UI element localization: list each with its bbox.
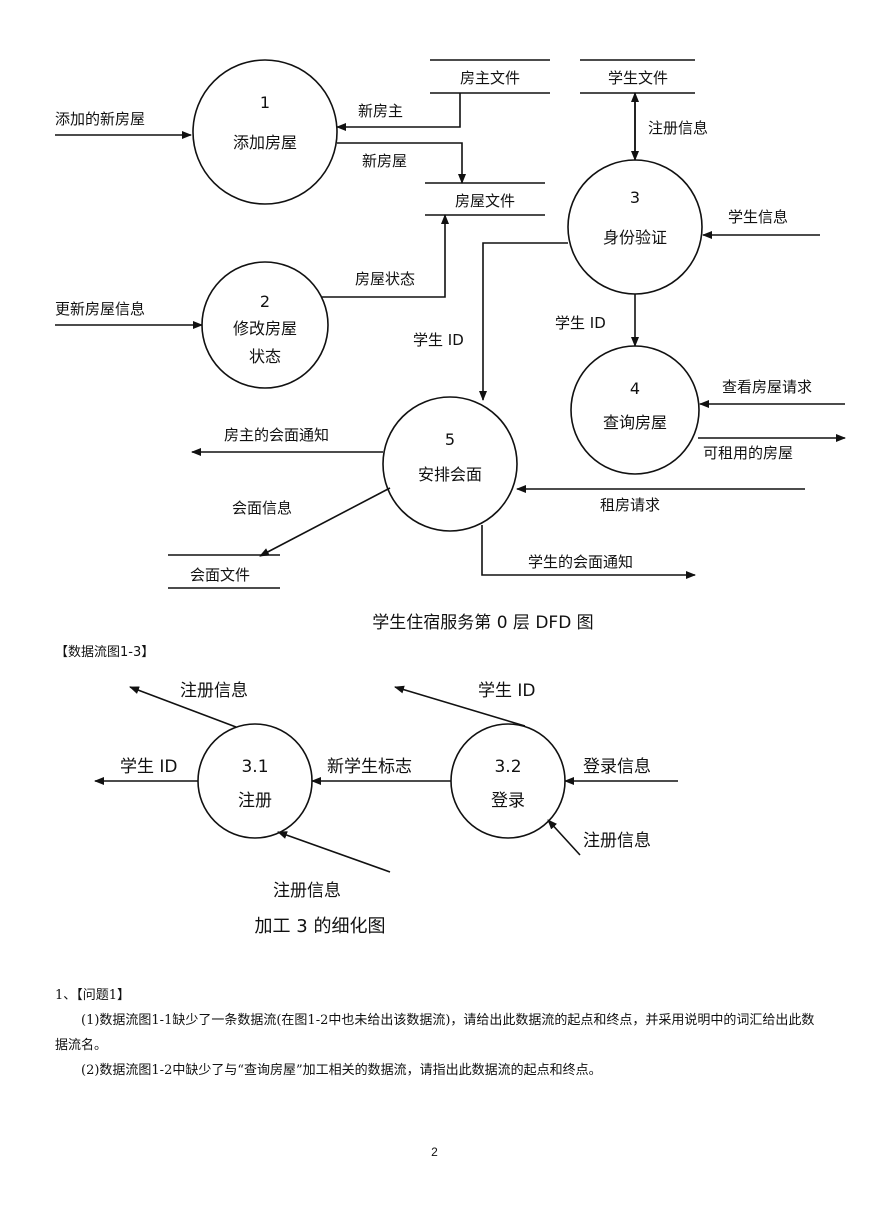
label-view-house-request: 查看房屋请求 (722, 378, 812, 396)
process-1-circle (192, 59, 338, 205)
process-1-name: 添加房屋 (233, 133, 297, 152)
label-rentable-houses: 可租用的房屋 (703, 444, 793, 462)
flow-new-house (337, 142, 466, 184)
flow-register-info-bottom (277, 831, 391, 873)
process-1-id: 1 (260, 93, 270, 112)
label-register-info-bottom: 注册信息 (273, 881, 341, 901)
store-owner-file (430, 59, 550, 94)
label-meeting-info: 会面信息 (232, 499, 292, 517)
flow-student-meeting-notice (481, 525, 696, 579)
label-rent-request: 租房请求 (600, 496, 660, 514)
label-register-info: 注册信息 (648, 119, 708, 137)
label-new-student-flag: 新学生标志 (327, 757, 412, 777)
label-house-status: 房屋状态 (355, 270, 415, 288)
process-4-id: 4 (630, 379, 640, 398)
label-student-id-out-left: 学生 ID (120, 757, 178, 777)
process-3-name: 身份验证 (603, 228, 667, 247)
flow-meeting-info (259, 487, 391, 557)
process-4-name: 查询房屋 (603, 413, 667, 432)
label-student-id-top-right: 学生 ID (478, 681, 536, 701)
question-title: 1、【问题1】 (55, 988, 131, 1003)
section-label-dfd-1-3: 【数据流图1-3】 (55, 645, 155, 660)
process-2-name: 修改房屋 (233, 319, 297, 338)
process-3-id: 3 (630, 188, 640, 207)
process-3-1-circle (197, 723, 313, 839)
process-3-2-name: 登录 (491, 791, 525, 811)
label-student-id-left: 学生 ID (413, 331, 464, 349)
store-meeting-file-label: 会面文件 (190, 566, 250, 584)
label-student-info: 学生信息 (728, 208, 788, 226)
label-new-house: 新房屋 (362, 152, 407, 170)
flow-new-owner (336, 93, 461, 131)
question-item-2: (2)数据流图1-2中缺少了与“查询房屋”加工相关的数据流，请指出此数据流的起点… (81, 1063, 602, 1078)
label-register-info-right: 注册信息 (583, 831, 651, 851)
store-student-file-label: 学生文件 (608, 69, 668, 87)
store-owner-file-label: 房主文件 (460, 69, 520, 87)
label-student-meeting-notice: 学生的会面通知 (528, 553, 633, 571)
dfd0-caption: 学生住宿服务第 0 层 DFD 图 (372, 613, 593, 633)
process-3-circle (567, 159, 703, 295)
dfd1-caption: 加工 3 的细化图 (255, 916, 386, 937)
label-update-house-info: 更新房屋信息 (55, 300, 145, 318)
process-3-1-id: 3.1 (241, 757, 268, 777)
process-3-2-id: 3.2 (494, 757, 521, 777)
store-house-file-label: 房屋文件 (455, 192, 515, 210)
label-login-info: 登录信息 (583, 757, 651, 777)
label-add-new-house: 添加的新房屋 (55, 110, 145, 128)
label-register-info-top: 注册信息 (180, 681, 248, 701)
process-2-id: 2 (260, 292, 270, 311)
flow-register-info-top (129, 686, 237, 728)
process-2-name-line2: 状态 (249, 347, 281, 366)
flow-register-info-right (547, 819, 581, 856)
page-number: 2 (431, 1145, 438, 1159)
label-owner-meeting-notice: 房主的会面通知 (224, 426, 329, 444)
label-student-id-right: 学生 ID (555, 314, 606, 332)
process-5-name: 安排会面 (418, 465, 482, 484)
label-new-owner: 新房主 (358, 102, 403, 120)
flow-house-status (322, 214, 449, 298)
process-3-1-name: 注册 (238, 791, 272, 811)
question-section: 1、【问题1】 (1)数据流图1-1缺少了一条数据流(在图1-2中也未给出该数据… (55, 983, 825, 1083)
process-5-id: 5 (445, 430, 455, 449)
dfd-process3-refinement: 3.1 注册 3.2 登录 注册信息 学生 ID 注册信息 新学生标志 学生 I… (94, 681, 678, 937)
dfd-level0-diagram: 1 添加房屋 2 修改房屋 状态 3 身份验证 4 查询房屋 5 安排会面 房主… (55, 59, 846, 633)
process-5-circle (382, 396, 518, 532)
flow-student-id-top-right (394, 685, 526, 727)
question-item-1: (1)数据流图1-1缺少了一条数据流(在图1-2中也未给出该数据流)，请给出此数… (55, 1013, 815, 1053)
flow-student-id-left (479, 242, 568, 401)
process-4-circle (570, 345, 700, 475)
